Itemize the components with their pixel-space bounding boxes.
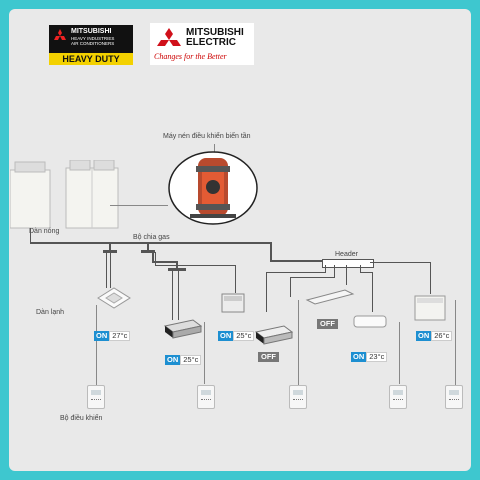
unit-2-on: ON: [165, 355, 181, 365]
three-diamonds-icon: [157, 28, 181, 46]
unit-3-temp: 25°c: [233, 331, 255, 341]
unit-1-temp: 27°c: [109, 331, 131, 341]
outdoor-units-image: [10, 160, 119, 229]
unit-7-temp: 26°c: [431, 331, 453, 341]
controller-label: Bộ điều khiển: [60, 415, 103, 422]
unit-7-on: ON: [416, 331, 432, 341]
me-line1: MITSUBISHI: [186, 27, 244, 38]
ceiling-unit-5: [305, 289, 355, 305]
ducted-unit-2: [163, 319, 203, 339]
unit-6-temp: 23°c: [366, 352, 388, 362]
mhi-diamonds-icon: [54, 29, 66, 40]
remote-controller-4: [389, 385, 407, 409]
unit-1-on: ON: [94, 331, 110, 341]
header-label: Header: [335, 251, 358, 258]
remote-controller-5: [445, 385, 463, 409]
floor-unit-3: [221, 293, 245, 313]
compressor-image: [168, 151, 258, 225]
branch-label: Bộ chia gas: [133, 234, 170, 241]
compressor-label: Máy nén điều khiển biến tần: [163, 133, 251, 140]
mhi-logo: MITSUBISHI HEAVY INDUSTRIES AIR CONDITIO…: [49, 25, 133, 65]
remote-controller-1: [87, 385, 105, 409]
remote-controller-3: [289, 385, 307, 409]
outdoor-label: Dàn nóng: [29, 228, 60, 235]
remote-controller-2: [197, 385, 215, 409]
mhi-line1: MITSUBISHI: [71, 28, 112, 35]
unit-6-on: ON: [351, 352, 367, 362]
unit-5-status: OFF: [317, 319, 338, 329]
cassette-unit-1: [97, 287, 131, 309]
indoor-label: Dàn lạnh: [36, 309, 65, 316]
floor-unit-7: [414, 295, 446, 321]
mhi-line3: AIR CONDITIONERS: [71, 41, 115, 46]
me-tagline: Changes for the Better: [154, 52, 227, 61]
unit-3-on: ON: [218, 331, 234, 341]
mitsubishi-electric-logo: MITSUBISHI ELECTRIC Changes for the Bett…: [150, 23, 254, 65]
mhi-heavy-duty-bar: HEAVY DUTY: [49, 53, 133, 65]
me-line2: ELECTRIC: [186, 37, 236, 48]
wall-unit-6: [353, 315, 387, 328]
unit-4-status: OFF: [258, 352, 279, 362]
ducted-unit-4: [254, 325, 294, 345]
mhi-line2: HEAVY INDUSTRIES: [71, 36, 115, 41]
unit-2-temp: 25°c: [180, 355, 202, 365]
